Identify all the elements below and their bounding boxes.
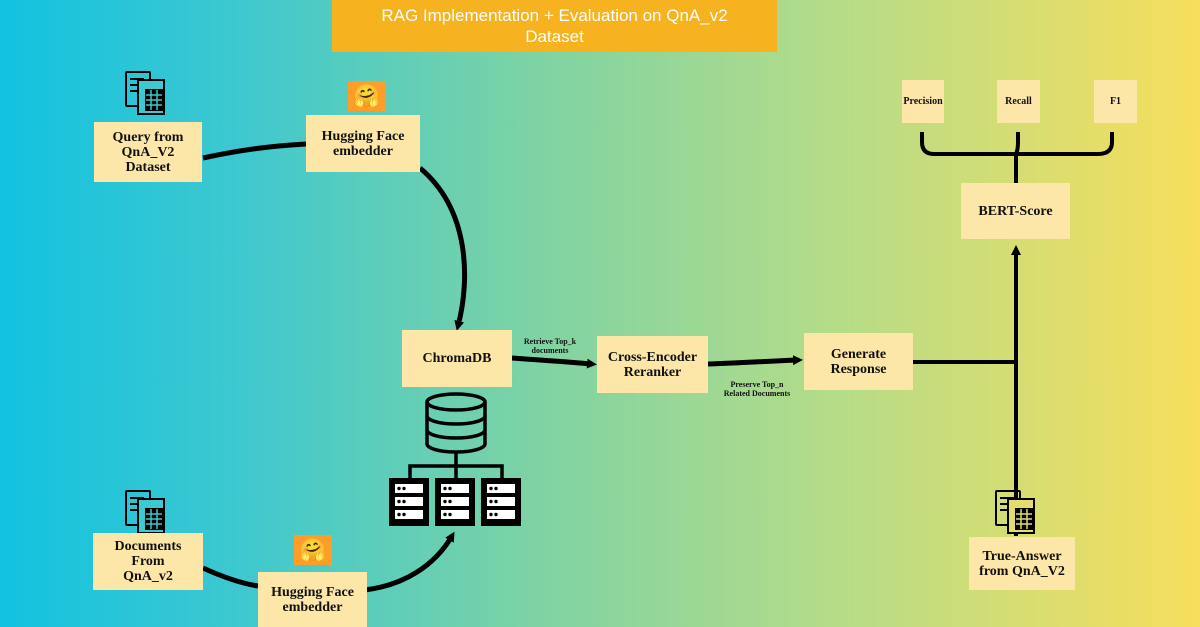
- database-servers-icon: [408, 392, 504, 478]
- hugging-face-glyph: 🤗: [353, 83, 381, 108]
- edge-reranker-to-generate: [707, 355, 803, 367]
- retrieve-edge-label: Retrieve Top_k documents: [523, 337, 577, 355]
- document-spreadsheet-icon: [125, 71, 165, 115]
- documents-node: Documents From QnA_v2: [93, 533, 203, 590]
- preserve-edge-label: Preserve Top_n Related Documents: [723, 380, 791, 398]
- edge-query-to-hf: [202, 141, 307, 161]
- recall-node: Recall: [997, 80, 1040, 123]
- edge-hf-to-db: [364, 531, 455, 593]
- query-node: Query from QnA_V2 Dataset: [94, 122, 202, 182]
- edge-chromadb-to-reranker: [511, 355, 597, 369]
- hugging-face-icon: 🤗: [348, 81, 386, 111]
- hf-embedder-bottom-node: Hugging Face embedder: [258, 572, 367, 627]
- server-rack-icon: [389, 478, 521, 526]
- bert-score-node: BERT-Score: [961, 183, 1070, 239]
- generate-response-node: Generate Response: [804, 333, 913, 390]
- edge-docs-to-hf: [201, 565, 259, 589]
- hugging-face-icon: 🤗: [294, 535, 332, 565]
- document-spreadsheet-icon: [995, 490, 1035, 534]
- edge-hf-to-chromadb: [418, 166, 468, 331]
- f1-node: F1: [1094, 80, 1137, 123]
- document-spreadsheet-icon: [125, 490, 165, 534]
- hf-embedder-top-node: Hugging Face embedder: [306, 115, 420, 172]
- true-answer-node: True-Answer from QnA_V2: [969, 537, 1075, 590]
- precision-node: Precision: [902, 80, 944, 123]
- hugging-face-glyph: 🤗: [299, 537, 327, 562]
- chromadb-node: ChromaDB: [402, 330, 512, 387]
- diagram-title: RAG Implementation + Evaluation on QnA_v…: [332, 0, 777, 52]
- metrics-fork: [920, 132, 1114, 183]
- reranker-node: Cross-Encoder Reranker: [597, 336, 708, 393]
